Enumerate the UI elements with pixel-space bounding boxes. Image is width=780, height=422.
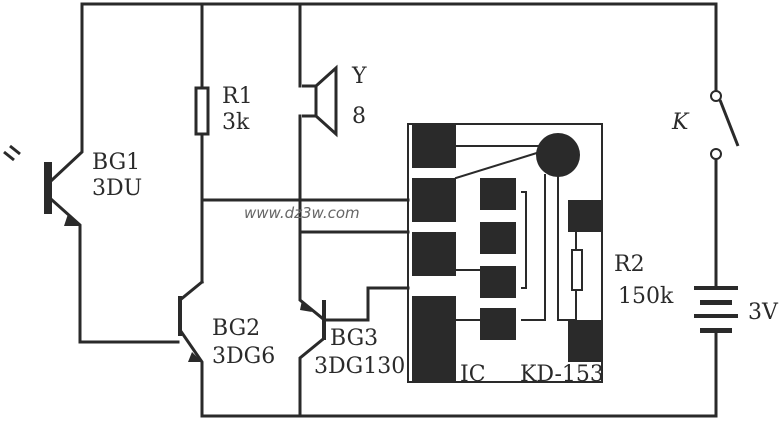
- speaker-ref: Y: [352, 64, 367, 89]
- ic-pad: [480, 222, 516, 254]
- switch-contact: [710, 90, 722, 102]
- r1-value: 3k: [222, 110, 250, 135]
- bg3-value: 3DG130: [314, 354, 406, 379]
- r2-ref: R2: [614, 252, 645, 277]
- bg2-emitter-arrow: [188, 352, 202, 362]
- bg2-emitter: [177, 327, 204, 418]
- ic-pad: [412, 296, 456, 382]
- r2-value: 150k: [618, 284, 674, 309]
- bg1-collector-wire: [49, 2, 84, 183]
- bg1-emitter-arrow: [64, 214, 80, 226]
- switch-ref: K: [672, 110, 689, 135]
- ic-pad: [412, 178, 456, 222]
- r1-ref: R1: [222, 84, 253, 109]
- battery-value: 3V: [748, 300, 778, 325]
- light-arrow-icon: [3, 144, 21, 162]
- bg2-value: 3DG6: [212, 344, 276, 369]
- ic-chip-blob: [536, 133, 580, 177]
- bg1-base-bar: [44, 162, 52, 214]
- bg2-collector: [177, 279, 205, 303]
- bg1-value: 3DU: [92, 176, 143, 201]
- r1-resistor: [194, 86, 210, 136]
- battery-plate: [694, 314, 738, 318]
- bg3-base-wire: [322, 286, 410, 322]
- ic-ref: IC: [460, 362, 486, 387]
- r2-resistor: [571, 249, 583, 291]
- ic-pad: [480, 266, 516, 298]
- battery-plate: [700, 328, 732, 333]
- battery-plate: [700, 300, 732, 305]
- ic-pad: [568, 320, 602, 362]
- watermark: www.dz3w.com: [244, 204, 360, 222]
- ic-traces: [454, 145, 577, 321]
- ic-value: KD-153: [520, 362, 604, 387]
- bg1-ref: BG1: [92, 150, 141, 175]
- speaker-bottom-wire: [298, 114, 325, 321]
- bg3-emitter-arrow: [300, 300, 312, 312]
- ic-pad: [480, 308, 516, 340]
- bg3-base-bar: [322, 300, 326, 340]
- ic-pad: [412, 124, 456, 168]
- bg2-ref: BG2: [212, 316, 261, 341]
- bg2-base-bar: [178, 296, 182, 336]
- ic-outline: [407, 123, 603, 383]
- bg3-ref: BG3: [330, 326, 379, 351]
- battery-plate: [694, 286, 738, 290]
- ic-pad: [568, 200, 602, 232]
- ic-pad: [480, 178, 516, 210]
- speaker-value: 8: [352, 104, 366, 129]
- bg3-emitter: [298, 337, 325, 418]
- switch-lever: [718, 99, 740, 147]
- bg1-emitter-wire: [49, 197, 180, 344]
- switch-contact: [710, 148, 722, 160]
- ic-pad: [412, 232, 456, 276]
- speaker-icon: [302, 64, 338, 138]
